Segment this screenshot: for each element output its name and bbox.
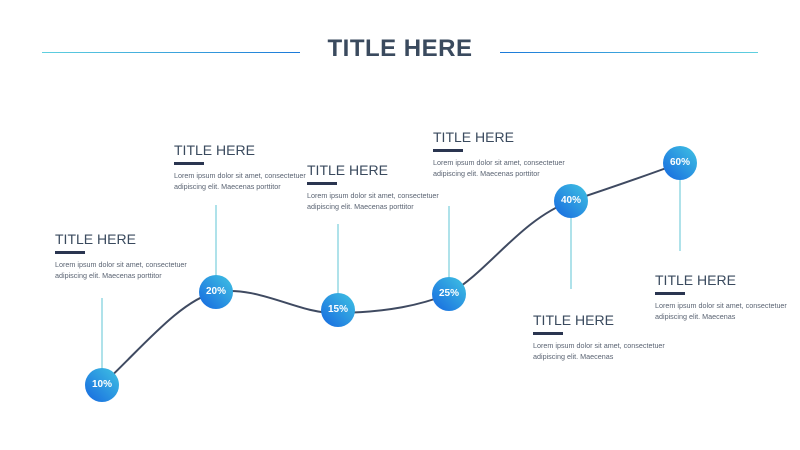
callout-1: TITLE HERE Lorem ipsum dolor sit amet, c… xyxy=(55,231,205,281)
node-value-3: 15% xyxy=(327,304,348,315)
callout-5: TITLE HERE Lorem ipsum dolor sit amet, c… xyxy=(533,312,683,362)
callout-body: Lorem ipsum dolor sit amet, consectetuer… xyxy=(655,301,787,321)
node-circle-5 xyxy=(554,184,588,218)
node-circle-3 xyxy=(321,293,355,327)
node-circles xyxy=(85,146,697,402)
callout-body: Lorem ipsum dolor sit amet, consectetuer… xyxy=(55,260,187,280)
callout-title: TITLE HERE xyxy=(174,142,255,158)
callout-body: Lorem ipsum dolor sit amet, consectetuer… xyxy=(533,341,665,361)
callout-accent-bar xyxy=(433,149,463,152)
node-circle-4 xyxy=(432,277,466,311)
node-circle-6 xyxy=(663,146,697,180)
callout-accent-bar xyxy=(533,332,563,335)
callout-accent-bar xyxy=(655,292,685,295)
callout-3: TITLE HERE Lorem ipsum dolor sit amet, c… xyxy=(307,162,457,212)
callout-accent-bar xyxy=(174,162,204,165)
callout-title: TITLE HERE xyxy=(533,312,614,328)
slide-title: TITLE HERE xyxy=(327,35,473,62)
node-value-6: 60% xyxy=(669,157,690,168)
callout-title: TITLE HERE xyxy=(433,129,514,145)
callout-2: TITLE HERE Lorem ipsum dolor sit amet, c… xyxy=(174,142,324,192)
node-circle-2 xyxy=(199,275,233,309)
node-value-2: 20% xyxy=(205,286,226,297)
node-value-5: 40% xyxy=(560,195,581,206)
callout-accent-bar xyxy=(307,182,337,185)
node-value-4: 25% xyxy=(438,288,459,299)
title-rule-right xyxy=(500,52,758,53)
node-value-1: 10% xyxy=(91,379,112,390)
callout-title: TITLE HERE xyxy=(307,162,388,178)
title-rule-left xyxy=(42,52,300,53)
callout-accent-bar xyxy=(55,251,85,254)
callout-6: TITLE HERE Lorem ipsum dolor sit amet, c… xyxy=(655,272,800,322)
callout-body: Lorem ipsum dolor sit amet, consectetuer… xyxy=(433,158,565,178)
callout-title: TITLE HERE xyxy=(55,231,136,247)
callout-title: TITLE HERE xyxy=(655,272,736,288)
node-circle-1 xyxy=(85,368,119,402)
callout-4: TITLE HERE Lorem ipsum dolor sit amet, c… xyxy=(433,129,583,179)
callout-body: Lorem ipsum dolor sit amet, consectetuer… xyxy=(307,191,439,211)
callout-body: Lorem ipsum dolor sit amet, consectetuer… xyxy=(174,171,306,191)
